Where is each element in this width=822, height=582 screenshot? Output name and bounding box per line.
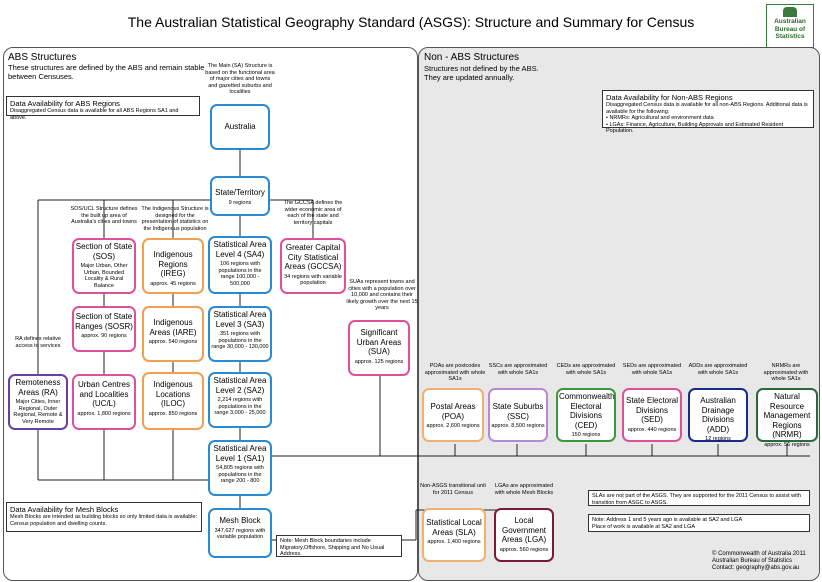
poa-note: POAs are postcodes approximated with who… xyxy=(424,363,486,382)
box-ireg[interactable]: Indigenous Regions (IREG) approx. 45 reg… xyxy=(142,238,204,294)
box-australia[interactable]: Australia xyxy=(210,104,270,150)
main-structure-note: The Main (SA) Structure is based on the … xyxy=(205,63,275,95)
box-mesh-block[interactable]: Mesh Block 347,627 regions with variable… xyxy=(208,508,272,558)
non-abs-structures-subtitle: Structures not defined by the ABS. They … xyxy=(424,64,539,82)
abs-data-availability: Data Availability for ABS Regions Disagg… xyxy=(6,96,200,121)
mesh-block-note: Note: Mesh Block boundaries include Migr… xyxy=(276,535,402,557)
box-ssc[interactable]: State Suburbs (SSC) approx. 8,500 region… xyxy=(488,388,548,442)
box-sa3[interactable]: Statistical Area Level 3 (SA3) 351 regio… xyxy=(208,306,272,362)
box-sua[interactable]: Significant Urban Areas (SUA) approx. 12… xyxy=(348,320,410,376)
box-sosr[interactable]: Section of State Ranges (SOSR) approx. 9… xyxy=(72,306,136,352)
box-nrmr[interactable]: Natural Resource Management Regions (NRM… xyxy=(756,388,818,448)
gccsa-note: The GCCSA defines the wider economic are… xyxy=(283,200,343,226)
sos-note: SOS/UCL Structure defines the built up a… xyxy=(70,206,138,225)
abs-structures-subtitle: These structures are defined by the ABS … xyxy=(8,63,205,81)
box-sa2[interactable]: Statistical Area Level 2 (SA2) 2,214 reg… xyxy=(208,372,272,428)
non-abs-data-availability: Data Availability for Non-ABS Regions Di… xyxy=(602,90,814,134)
box-ced[interactable]: Commonwealth Electoral Divisions (CED) 1… xyxy=(556,388,616,442)
box-sa1[interactable]: Statistical Area Level 1 (SA1) 54,805 re… xyxy=(208,440,272,496)
indigenous-note: The Indigenous Structure is designed for… xyxy=(141,206,209,232)
sla-note: Non-ASGS transitional unit for 2011 Cens… xyxy=(420,483,486,496)
abs-structures-heading: ABS Structures xyxy=(8,52,77,63)
ra-note: RA defines relative access to services xyxy=(15,336,61,349)
sua-note: SUAs represent towns and cities with a p… xyxy=(346,279,418,311)
address-note: Note: Address 1 and 5 years ago is avail… xyxy=(588,514,810,532)
box-sla[interactable]: Statistical Local Areas (SLA) approx. 1,… xyxy=(422,508,486,562)
box-lga[interactable]: Local Government Areas (LGA) approx. 560… xyxy=(494,508,554,562)
box-sos[interactable]: Section of State (SOS) Major Urban, Othe… xyxy=(72,238,136,294)
box-sed[interactable]: State Electoral Divisions (SED) approx. … xyxy=(622,388,682,442)
ced-note: CEDs are approximated with whole SA1s xyxy=(556,363,616,376)
non-abs-structures-heading: Non - ABS Structures xyxy=(424,52,520,63)
lga-note: LGAs are approximated with whole Mesh Bl… xyxy=(494,483,554,496)
box-iare[interactable]: Indigenous Areas (IARE) approx. 540 regi… xyxy=(142,306,204,362)
copyright: © Commonwealth of Australia 2011 Austral… xyxy=(712,551,806,571)
box-poa[interactable]: Postal Areas (POA) approx. 2,600 regions xyxy=(422,388,484,442)
nrmr-note: NRMRs are approximated with whole SA1s xyxy=(763,363,809,382)
box-state-territory[interactable]: State/Territory 9 regions xyxy=(210,176,270,216)
crest-icon xyxy=(783,7,797,17)
box-ra[interactable]: Remoteness Areas (RA) Major Cities, Inne… xyxy=(8,374,68,430)
box-sa4[interactable]: Statistical Area Level 4 (SA4) 106 regio… xyxy=(208,236,272,294)
mesh-data-availability: Data Availability for Mesh Blocks Mesh B… xyxy=(6,502,202,532)
box-iloc[interactable]: Indigenous Locations (ILOC) approx. 850 … xyxy=(142,372,204,430)
add-note: ADDs are approximated with whole SA1s xyxy=(688,363,748,376)
sla-asgs-note: SLAs are not part of the ASGS. They are … xyxy=(588,490,810,506)
sed-note: SEDs are approximated with whole SA1s xyxy=(622,363,682,376)
page-title: The Australian Statistical Geography Sta… xyxy=(127,14,695,30)
box-gccsa[interactable]: Greater Capital City Statistical Areas (… xyxy=(280,238,346,294)
box-add[interactable]: Australian Drainage Divisions (ADD) 12 r… xyxy=(688,388,748,442)
ssc-note: SSCs are approximated with whole SA1s xyxy=(488,363,548,376)
box-ucl[interactable]: Urban Centres and Localities (UC/L) appr… xyxy=(72,374,136,430)
